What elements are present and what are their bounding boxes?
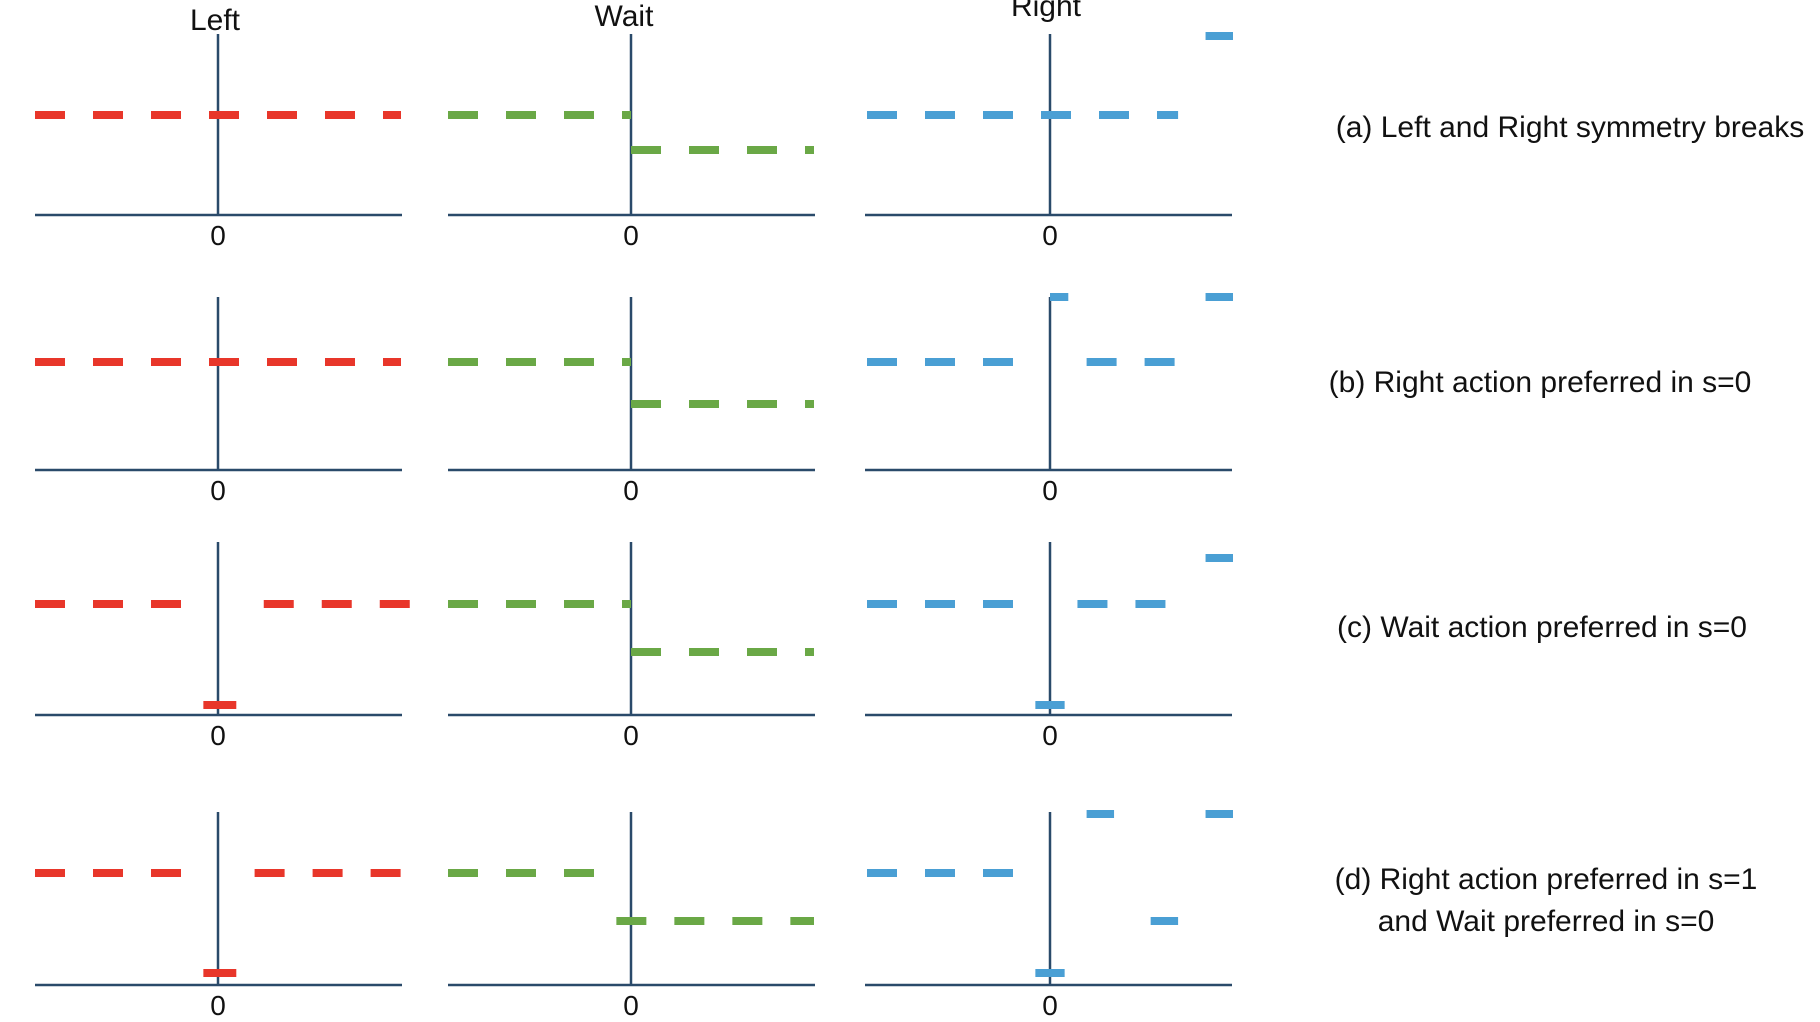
zero-tick-label: 0: [623, 990, 639, 1021]
caption-d-line-1: (d) Right action preferred in s=1: [1334, 863, 1758, 896]
caption-c: (c) Wait action preferred in s=0: [1262, 607, 1820, 649]
column-title-wait: Wait: [594, 0, 654, 33]
caption-b: (b) Right action preferred in s=0: [1260, 362, 1820, 404]
zero-tick-label: 0: [1042, 720, 1058, 751]
caption-d-line-2: and Wait preferred in s=0: [1377, 905, 1715, 938]
zero-tick-label: 0: [210, 475, 226, 506]
caption-a-line-1: (a) Left and Right symmetry breaks: [1335, 111, 1805, 144]
column-title-right: Right: [1010, 0, 1082, 23]
zero-tick-label: 0: [210, 720, 226, 751]
zero-tick-label: 0: [1042, 220, 1058, 251]
caption-c-line-1: (c) Wait action preferred in s=0: [1337, 611, 1747, 644]
zero-tick-label: 0: [210, 990, 226, 1021]
zero-tick-label: 0: [623, 475, 639, 506]
caption-a: (a) Left and Right symmetry breaks: [1290, 107, 1820, 149]
zero-tick-label: 0: [623, 720, 639, 751]
zero-tick-label: 0: [1042, 475, 1058, 506]
zero-tick-label: 0: [623, 220, 639, 251]
zero-tick-label: 0: [1042, 990, 1058, 1021]
caption-d: (d) Right action preferred in s=1 and Wa…: [1266, 859, 1820, 943]
column-title-left: Left: [189, 4, 241, 37]
zero-tick-label: 0: [210, 220, 226, 251]
caption-b-line-1: (b) Right action preferred in s=0: [1328, 366, 1752, 399]
